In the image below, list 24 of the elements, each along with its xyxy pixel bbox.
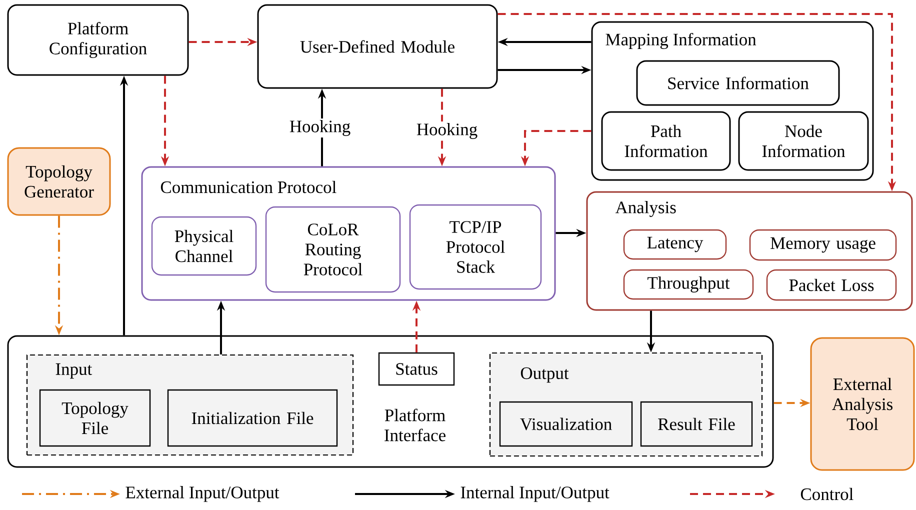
file-box: Visualization [499,401,633,447]
process-box: Service Information [636,60,840,106]
process-box: Node Information [738,111,869,171]
process-box: TCP/IP Protocol Stack [409,204,542,290]
metric-box: Throughput [623,269,754,300]
file-box: Result File [640,401,753,447]
metric-box: Memory usage [749,229,897,261]
process-box: User-Defined Module [257,4,498,89]
edge-label: Hooking [288,118,352,138]
process-box: CoLoR Routing Protocol [265,206,401,293]
edge-label: Hooking [414,122,480,140]
process-box: Platform Configuration [7,4,189,76]
legend-label: External Input/Output [126,486,280,502]
file-box: Initialization File [167,389,338,447]
tool-box: External Analysis Tool [810,337,915,471]
file-box: Status [378,352,455,386]
tool-box: Topology Generator [7,147,111,216]
process-box: Path Information [601,111,731,171]
process-box: Physical Channel [151,216,257,276]
legend-label: Internal Input/Output [460,486,610,502]
legend-label: Control [800,488,854,500]
metric-box: Packet Loss [766,269,897,301]
metric-box: Latency [623,229,727,260]
file-box: Topology File [39,389,151,447]
